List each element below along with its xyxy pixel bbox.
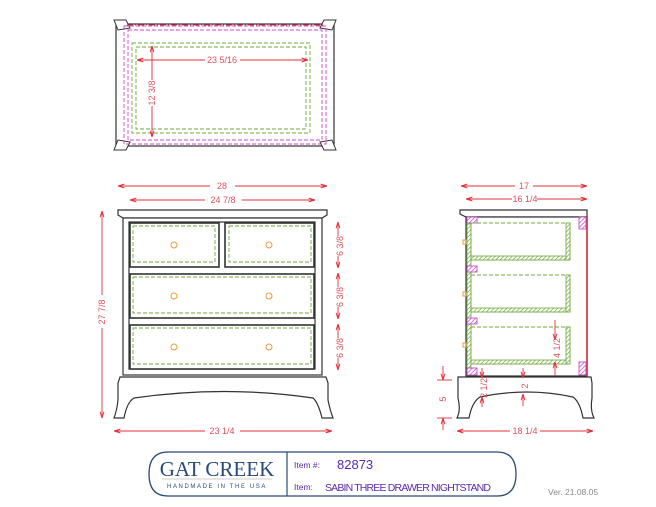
item-label: Item: xyxy=(294,482,313,492)
knob xyxy=(265,241,273,249)
dim-drawer-clearance: 4 1/2 xyxy=(552,338,562,358)
knob xyxy=(170,241,178,249)
dim-apron-center: 2 xyxy=(520,383,530,388)
dim-drawer-3: 6 3/8 xyxy=(335,338,345,358)
dim-case-depth: 16 1/4 xyxy=(512,194,537,204)
dim-base-width: 23 1/4 xyxy=(209,426,234,436)
dim-top-width: 23 5/16 xyxy=(207,55,237,65)
front-view: 28 24 7/8 27 7/8 23 1/4 6 3/8 6 3/8 6 3/… xyxy=(97,181,345,436)
front-top xyxy=(117,209,328,219)
knob xyxy=(265,292,273,300)
knob xyxy=(170,343,178,351)
drawer-row-2[interactable] xyxy=(129,273,315,319)
dim-overall-depth: 17 xyxy=(519,181,529,191)
dim-drawer-2: 6 3/8 xyxy=(335,287,345,307)
drawer-fronts-section xyxy=(466,223,472,369)
drawer-box xyxy=(131,42,311,134)
drawer-box-inner xyxy=(135,46,307,130)
front-base xyxy=(113,376,334,419)
knob xyxy=(170,292,178,300)
dim-leg-height: 5 xyxy=(438,396,448,401)
dim-base-depth: 18 1/4 xyxy=(512,426,537,436)
hidden-case xyxy=(123,25,327,145)
title-frame xyxy=(148,451,517,497)
side-base xyxy=(456,376,595,419)
item-number: 82873 xyxy=(337,457,373,472)
leg-corners xyxy=(113,19,337,151)
drawer-row-1[interactable] xyxy=(129,222,315,268)
brand-logo: GAT CREEK xyxy=(160,457,275,481)
dim-overall-height: 27 7/8 xyxy=(97,299,107,324)
dim-drawer-1: 6 3/8 xyxy=(335,236,345,256)
brand-tagline: HANDMADE IN THE USA xyxy=(167,484,267,490)
knob xyxy=(265,343,273,351)
side-drawer-boxes xyxy=(470,222,571,365)
side-top xyxy=(459,209,588,218)
knob-profiles xyxy=(462,239,467,348)
item-name: SABIN THREE DRAWER NIGHTSTAND xyxy=(325,482,491,494)
dim-case-width: 24 7/8 xyxy=(210,195,235,205)
drawer-row-3[interactable] xyxy=(129,324,315,370)
top-view: 23 5/16 12 3/8 xyxy=(113,19,337,151)
dim-overall-width: 28 xyxy=(217,181,227,191)
side-view: 17 16 1/4 18 1/4 5 4 1/2 2 1/2 2 xyxy=(437,181,595,436)
hidden-case-inner xyxy=(127,29,323,141)
version: Ver. 21.08.05 xyxy=(548,487,598,497)
title-block: GAT CREEK HANDMADE IN THE USA Item #: 82… xyxy=(148,451,598,497)
dim-top-depth: 12 3/8 xyxy=(147,80,157,105)
dim-apron-height: 2 1/2 xyxy=(479,378,489,398)
item-number-label: Item #: xyxy=(294,460,320,470)
